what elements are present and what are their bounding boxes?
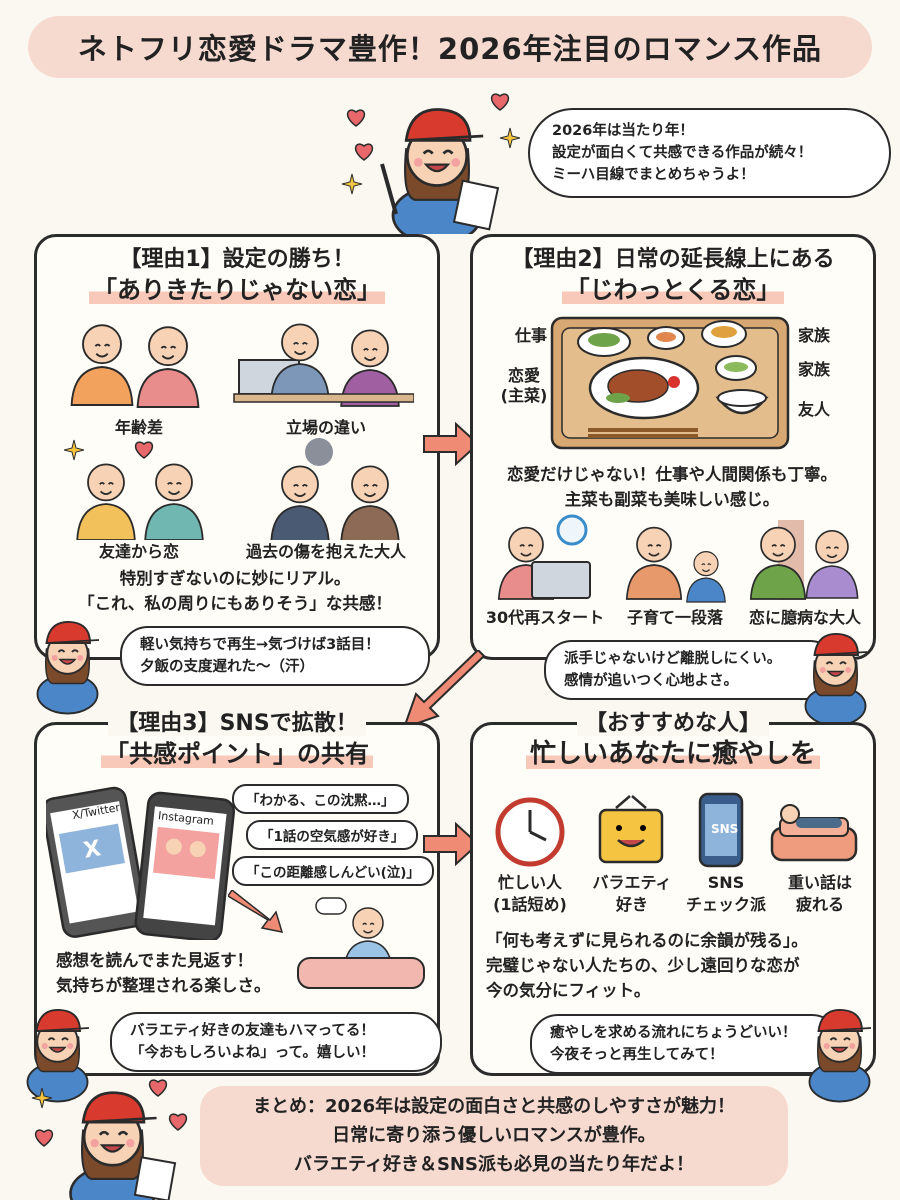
reason2-text-line-2: 主菜も副菜も美味しい感じ。 [564,490,780,509]
reason3-text: 感想を読んでまた見返す！ 気持ちが整理される楽しさ。 [56,948,296,998]
shy-adults-illustration [749,520,859,600]
sofa-icon [770,804,858,862]
sns-comment-3: 「この距離感しんどい(泣)」 [232,856,434,886]
reason1-item-friends-to-lovers: 友達から恋 [98,542,179,561]
reason1-bubble-line-2: 夕飯の支度遅れた〜（汗） [140,659,314,675]
mascot-girl-waving [36,620,100,715]
reason2-title: 【理由2】日常の延長線上にある [511,247,835,272]
intro-speech-bubble: 2026年は当たり年！ 設定が面白くて共感できる作品が続々！ ミーハ目線でまとめ… [528,108,891,198]
reason1-illustrations [64,323,414,540]
arrow-right-icon [423,821,480,867]
sns-comment-1: 「わかる、この沈黙…」 [232,784,409,814]
recommend-item-light: 重い話は 疲れる [787,873,852,914]
phones-illustration: X [46,786,236,940]
reason2-speech-bubble: 派手じゃないけど離脱しにくい。 感情が追いつく心地よさ。 [544,640,838,700]
reason1-item-status-difference: 立場の違い [285,418,366,437]
recommend-icons [495,792,858,868]
reason2-text: 恋愛だけじゃない！仕事や人間関係も丁寧。 主菜も副菜も美味しい感じ。 [474,462,870,512]
mascot-girl-summary [31,1079,188,1200]
mascot-girl-pointing [808,1008,872,1103]
reason3-bubble-line-1: バラエティ好きの友達もハマってる！ [130,1023,375,1039]
reason3-bubble-line-2: 「今おもしろいよね」って。嬉しい！ [130,1045,376,1061]
svg-text:X: X [82,836,103,864]
reason1-subtitle: 「ありきたりじゃない恋」 [37,275,437,305]
intro-line-3: ミーハ目線でまとめちゃうよ！ [552,167,755,183]
reason2-text-line-1: 恋愛だけじゃない！仕事や人間関係も丁寧。 [507,465,837,484]
recommend-subtitle: 忙しいあなたに癒やしを [473,739,873,769]
restart-woman-illustration [497,514,591,600]
reason2-bubble-line-2: 感情が追いつく心地よさ。 [564,673,738,689]
office-couple-illustration [233,323,414,407]
meal-tray-illustration [550,316,790,450]
smartphone-icon [698,792,744,868]
recommend-text-line-3: 今の気分にフィット。 [486,981,651,1000]
reason1-title: 【理由1】設定の勝ち！ [119,247,355,272]
recommend-title: 【おすすめな人】 [473,709,873,739]
tray-label-romance: 恋愛 (主菜) [500,366,548,405]
reason1-text-line-2: 「これ、私の周りにもありそう」な共感！ [78,594,392,613]
tv-icon [598,795,664,864]
tray-label-family-2: 家族 [797,360,830,379]
parenting-mother-child-illustration [625,526,726,603]
recommend-bubble-line-2: 今夜そっと再生してみて！ [550,1047,724,1063]
recommend-item-variety: バラエティ 好き [592,873,672,914]
instagram-phone-illustration [134,791,236,940]
recommend-text-line-1: 「何も考えずに見られるのに余韻が残る」。 [486,931,808,950]
sns-comment-2: 「1話の空気感が好き」 [246,820,419,850]
reason1-text: 特別すぎないのに妙にリアル。 「これ、私の周りにもありそう」な共感！ [40,566,430,616]
reason2-item-parenting-done: 子育て一段落 [626,608,723,627]
reason1-text-line-1: 特別すぎないのに妙にリアル。 [119,569,351,588]
tray-label-work: 仕事 [514,326,547,345]
reason1-bubble-line-1: 軽い気持ちで再生→気づけば3話目！ [140,637,380,653]
intro-line-1: 2026年は当たり年！ [552,123,694,139]
recommend-bubble-line-1: 癒やしを求める流れにちょうどいい！ [550,1025,797,1041]
reason3-text-line-2: 気持ちが整理される楽しさ。 [56,976,271,995]
reason2-item-restart-30s: 30代再スタート [485,608,605,627]
mascot-girl-with-notepad [341,93,520,234]
tray-label-friend: 友人 [797,400,830,419]
reason2-subtitle: 「じわっとくる恋」 [473,275,873,305]
past-wounds-couple-illustration [270,438,400,540]
reason3-text-line-1: 感想を読んでまた見返す！ [56,951,254,970]
reason1-speech-bubble: 軽い気持ちで再生→気づけば3話目！ 夕飯の支度遅れた〜（汗） [120,626,430,686]
sns-icon-text: SNS [711,822,739,836]
tray-label-family-1: 家族 [797,326,830,345]
reason3-speech-bubble: バラエティ好きの友達もハマってる！ 「今おもしろいよね」って。嬉しい！ [110,1012,442,1072]
recommend-item-sns: SNS チェック派 [685,873,766,914]
reason1-item-age-gap: 年齢差 [114,418,163,437]
reading-in-bed-illustration [228,890,425,989]
reason3-subtitle: 「共感ポイント」の共有 [37,739,437,769]
page-title: ネトフリ恋愛ドラマ豊作！2026年注目のロマンス作品 [77,32,823,66]
recommend-text-line-2: 完璧じゃない人たちの、少し遠回りな恋が [486,956,800,975]
clock-icon [495,797,565,867]
reason3-title: 【理由3】SNSで拡散！ [37,709,437,739]
summary-box: まとめ：2026年は設定の面白さと共感のしやすさが魅力！ 日常に寄り添う優しいロ… [200,1086,788,1186]
mascot-girl-with-pen [804,632,868,722]
reason2-illustrations [497,514,859,603]
summary-line-1: まとめ：2026年は設定の面白さと共感のしやすさが魅力！ [253,1096,735,1117]
intro-line-2: 設定が面白くて共感できる作品が続々！ [552,145,813,161]
friends-couple-illustration [64,439,204,540]
reason1-panel: 【理由1】設定の勝ち！ 「ありきたりじゃない恋」 [34,234,440,660]
title-banner: ネトフリ恋愛ドラマ豊作！2026年注目のロマンス作品 [28,16,872,78]
summary-line-3: バラエティ好き＆SNS派も必見の当たり年だよ！ [294,1154,694,1175]
recommend-item-busy: 忙しい人 (1話短め) [493,873,567,914]
summary-line-2: 日常に寄り添う優しいロマンスが豊作。 [332,1125,656,1146]
recommend-text: 「何も考えずに見られるのに余韻が残る」。 完璧じゃない人たちの、少し遠回りな恋が… [486,928,866,1003]
recommend-speech-bubble: 癒やしを求める流れにちょうどいい！ 今夜そっと再生してみて！ [530,1014,840,1074]
reason2-item-timid-adults: 恋に臆病な大人 [748,608,861,627]
reason2-bubble-line-1: 派手じゃないけど離脱しにくい。 [564,651,782,667]
twitter-phone-illustration: X [46,786,148,938]
arrow-down-left-icon [402,650,486,730]
arrow-right-icon [423,421,480,467]
age-gap-couple-illustration [70,324,200,408]
reason1-item-wounded-adults: 過去の傷を抱えた大人 [245,542,406,561]
